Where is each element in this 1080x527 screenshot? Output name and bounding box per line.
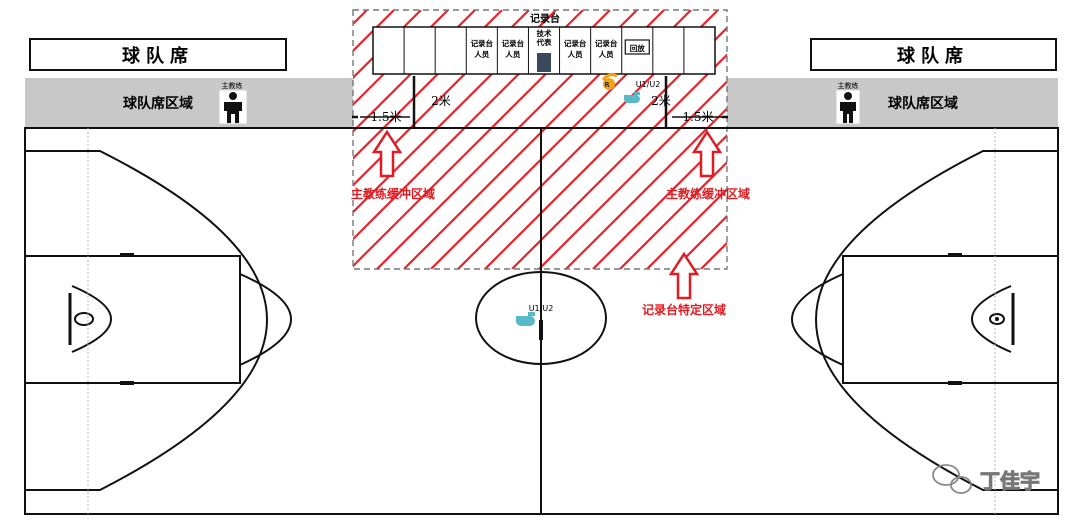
- team-bench-sign-left: [29, 38, 287, 71]
- center-circle: [475, 271, 607, 365]
- scorer-table-cell-text: 人员: [505, 50, 520, 59]
- scorer-table-cell-text: 记录台: [595, 38, 618, 48]
- hatch-line: [565, 107, 727, 269]
- scorer-table-cell-text: 技术: [537, 28, 552, 38]
- svg-text:R: R: [604, 81, 610, 89]
- court-lines: [24, 127, 1059, 515]
- right-key: [842, 255, 1059, 384]
- arrow-up-icon-right-buffer: [691, 129, 723, 178]
- right-buffer-label: 主教练缓冲区域: [666, 186, 750, 201]
- right-three-point-arc: [815, 150, 1058, 491]
- left-three-point-arc: [25, 150, 268, 491]
- coach-icon-left: [218, 89, 248, 125]
- referee-center-label: U1/U2: [529, 304, 554, 313]
- measure-right-depth: 2米: [651, 94, 671, 108]
- hatch-line: [592, 133, 727, 269]
- hatch-line: [538, 80, 727, 269]
- left-hoop: [74, 312, 94, 326]
- hatch-line: [646, 187, 727, 269]
- referee-badge-icon: R: [601, 73, 618, 90]
- coach-icon-right: [835, 89, 861, 125]
- arrow-up-icon-left-buffer: [371, 129, 403, 178]
- scorer-table-cell-text: 人员: [599, 50, 614, 59]
- table-zone-label: 记录台特定区域: [642, 302, 726, 317]
- buffer-zone-markers: [352, 76, 728, 128]
- scorer-table-title: 记录台: [530, 12, 560, 25]
- left-key: [24, 255, 241, 384]
- bench-area-label-left: 球队席区域: [123, 95, 193, 112]
- arrow-up-icon-table-zone: [668, 251, 700, 300]
- hatch-line: [619, 160, 727, 269]
- wechat-icon: [932, 464, 972, 494]
- right-hoop: [989, 313, 1005, 325]
- whistle-icon-top: [624, 92, 640, 103]
- measure-right-width: 1.5米: [682, 110, 713, 124]
- hatch-line: [511, 53, 727, 269]
- bench-band-left: [25, 78, 354, 128]
- scorer-table-cell-text: 回放: [630, 43, 645, 53]
- left-buffer-label: 主教练缓冲区域: [351, 186, 435, 201]
- scorer-table-cell-text: 记录台: [471, 38, 494, 48]
- bench-area-label-right: 球队席区域: [888, 95, 958, 112]
- coach-label-left: 主教练: [222, 81, 243, 90]
- left-restricted-arc: [71, 285, 112, 353]
- scorer-table-cell-text: 人员: [568, 50, 583, 59]
- team-bench-sign-right-text: 球队席: [897, 45, 969, 67]
- measure-left-width: 1.5米: [370, 110, 401, 124]
- coach-label-right: 主教练: [838, 81, 859, 90]
- scorer-table-frame: [372, 26, 716, 75]
- left-free-throw-arc: [239, 273, 292, 366]
- referee-top-label: U1/U2: [636, 80, 661, 89]
- right-restricted-arc: [971, 285, 1012, 353]
- scorer-table-cell-text: 记录台: [564, 38, 587, 48]
- team-bench-sign-left-text: 球队席: [122, 45, 194, 67]
- measure-left-depth: 2米: [431, 94, 451, 108]
- technical-delegate-icon: [537, 53, 551, 72]
- watermark-text: 丁佳宇: [980, 469, 1040, 493]
- scorer-table-cell-text: 人员: [474, 50, 489, 59]
- team-bench-sign-right: [810, 38, 1057, 71]
- hatch-line: [673, 214, 727, 269]
- replay-monitor-icon: [624, 39, 650, 55]
- scorer-table-cell-text: 记录台: [502, 38, 525, 48]
- scorer-table-cell-text: 代表: [536, 37, 552, 47]
- right-free-throw-arc: [791, 273, 844, 366]
- bench-band-right: [727, 78, 1058, 128]
- whistle-icon-center: [516, 312, 535, 326]
